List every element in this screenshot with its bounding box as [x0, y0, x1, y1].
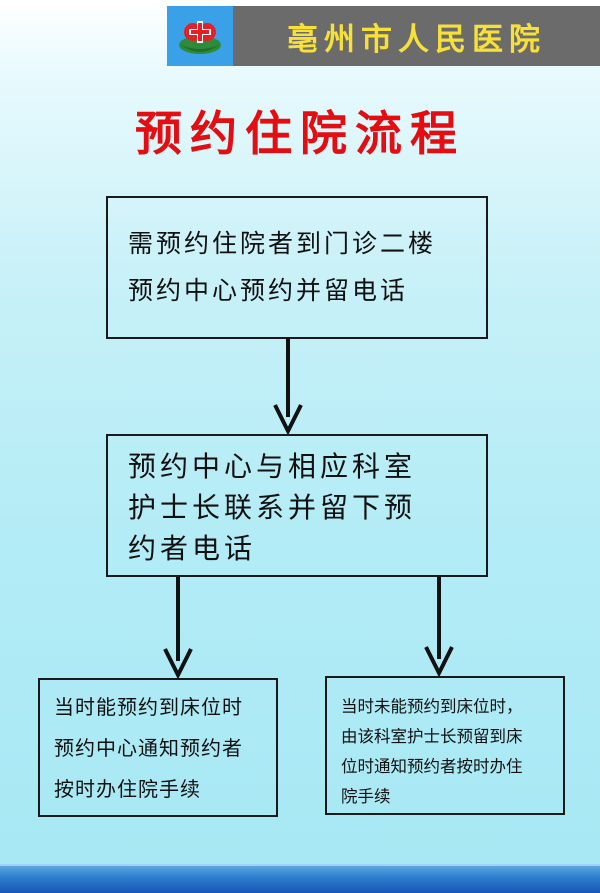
step-2-box: 预约中心与相应科室 护士长联系并留下预 约者电话 — [106, 434, 488, 577]
arrow-down-icon — [163, 577, 193, 678]
branch-unavailable-box: 当时未能预约到床位时， 由该科室护士长预留到床 位时通知预约者按时办住 院手续 — [325, 676, 565, 815]
arrow-down-icon — [273, 339, 303, 434]
step-2-line: 护士长联系并留下预 — [128, 491, 417, 524]
branch-available-line: 按时办住院手续 — [54, 777, 201, 801]
branch-available-line: 预约中心通知预约者 — [54, 736, 243, 760]
step-1-box: 需预约住院者到门诊二楼 预约中心预约并留电话 — [106, 196, 488, 339]
hospital-logo — [167, 6, 233, 66]
branch-unavailable-line: 位时通知预约者按时办住 — [341, 757, 523, 776]
page-title: 预约住院流程 — [135, 107, 465, 162]
branch-available-line: 当时能预约到床位时 — [54, 695, 243, 719]
bottom-decorative-bar — [0, 864, 600, 893]
branch-unavailable-line: 院手续 — [341, 787, 391, 806]
step-1-line: 预约中心预约并留电话 — [128, 276, 409, 305]
branch-unavailable-line: 由该科室护士长预留到床 — [341, 727, 523, 746]
arrow-down-icon — [424, 577, 454, 676]
branch-available-box: 当时能预约到床位时 预约中心通知预约者 按时办住院手续 — [38, 678, 278, 817]
branch-unavailable-line: 当时未能预约到床位时， — [341, 697, 523, 716]
step-2-line: 约者电话 — [128, 532, 257, 565]
step-1-line: 需预约住院者到门诊二楼 — [128, 229, 437, 258]
hospital-name-banner: 亳州市人民医院 — [233, 6, 600, 66]
hospital-name: 亳州市人民医院 — [287, 21, 546, 58]
hospital-logo-icon — [179, 21, 221, 54]
step-2-line: 预约中心与相应科室 — [128, 450, 417, 483]
